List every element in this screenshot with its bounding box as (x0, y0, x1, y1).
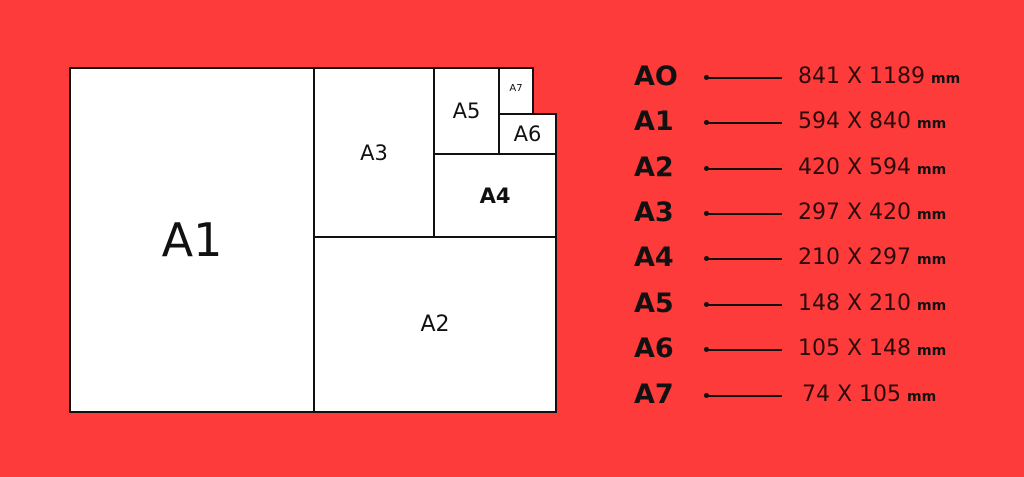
size-row: A4 210 X 297 mm (634, 238, 1014, 278)
unit: mm (917, 116, 947, 132)
leader-line (706, 168, 782, 170)
unit: mm (931, 71, 961, 87)
size-row: AO 841 X 1189 mm (634, 57, 1014, 97)
unit: mm (907, 389, 937, 405)
size-row: A2 420 X 594 mm (634, 148, 1014, 188)
leader-line (706, 349, 782, 351)
sheet-a2-label: A2 (420, 312, 450, 337)
size-value: 148 X 210 mm (798, 284, 946, 326)
sheet-a2: A2 (313, 236, 557, 413)
size-label: A3 (634, 197, 674, 228)
sheet-a3-label: A3 (360, 140, 388, 165)
leader-line (706, 395, 782, 397)
size-label: AO (634, 61, 678, 92)
size-value: 420 X 594 mm (798, 148, 946, 190)
unit: mm (917, 343, 947, 359)
leader-line (706, 258, 782, 260)
dimensions: 420 X 594 (798, 155, 912, 180)
size-row: A7 74 X 105 mm (634, 375, 1014, 415)
unit: mm (917, 252, 947, 268)
sheet-a5: A5 (433, 67, 500, 155)
sheet-a5-label: A5 (452, 99, 481, 123)
sheet-a4-label: A4 (479, 183, 511, 208)
size-row: A3 297 X 420 mm (634, 193, 1014, 233)
dimensions: 105 X 148 (798, 336, 912, 361)
leader-line (706, 213, 782, 215)
sheet-a7-label: A7 (509, 83, 523, 94)
size-row: A5 148 X 210 mm (634, 284, 1014, 324)
size-label: A5 (634, 288, 674, 319)
unit: mm (917, 162, 947, 178)
leader-line (706, 122, 782, 124)
unit: mm (917, 207, 947, 223)
dimensions: 594 X 840 (798, 109, 912, 134)
size-value: 841 X 1189 mm (798, 57, 960, 99)
sheet-a1-label: A1 (161, 213, 223, 267)
sheet-a7: A7 (498, 67, 534, 115)
sheet-a4: A4 (433, 153, 557, 238)
dimensions: 148 X 210 (798, 291, 912, 316)
dimensions: 74 X 105 (802, 382, 902, 407)
size-label: A7 (634, 379, 674, 410)
sheet-a6-label: A6 (513, 122, 542, 146)
sheet-a3: A3 (313, 67, 435, 238)
size-value: 297 X 420 mm (798, 193, 946, 235)
size-label: A4 (634, 242, 674, 273)
size-value: 594 X 840 mm (798, 102, 946, 144)
dimensions: 841 X 1189 (798, 64, 926, 89)
unit: mm (917, 298, 947, 314)
leader-line (706, 304, 782, 306)
size-row: A1 594 X 840 mm (634, 102, 1014, 142)
dimensions: 297 X 420 (798, 200, 912, 225)
sheet-a6: A6 (498, 113, 557, 155)
size-value: 210 X 297 mm (798, 238, 946, 280)
sheet-a1: A1 (69, 67, 315, 413)
size-label: A6 (634, 333, 674, 364)
size-value: 74 X 105 mm (802, 375, 936, 417)
leader-line (706, 77, 782, 79)
dimensions: 210 X 297 (798, 245, 912, 270)
size-value: 105 X 148 mm (798, 329, 946, 371)
size-label: A2 (634, 152, 674, 183)
size-row: A6 105 X 148 mm (634, 329, 1014, 369)
size-label: A1 (634, 106, 674, 137)
